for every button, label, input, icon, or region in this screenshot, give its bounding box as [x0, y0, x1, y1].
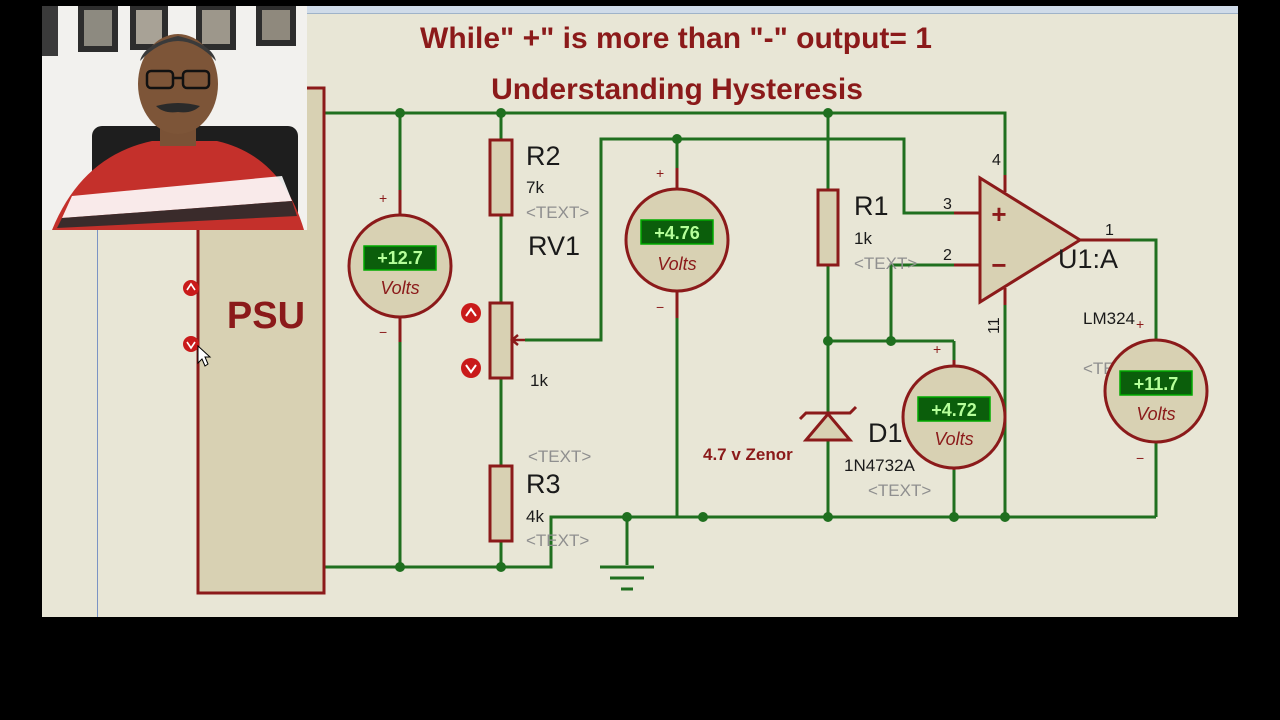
d1-text: <TEXT>	[868, 481, 931, 500]
r1-text: <TEXT>	[854, 254, 917, 273]
r3-text-bottom: <TEXT>	[526, 531, 589, 550]
pin-3-label: 3	[943, 196, 952, 213]
r3-value: 4k	[526, 507, 544, 526]
zener-diode-d1[interactable]	[798, 405, 858, 442]
voltmeter-output[interactable]: +11.7 Volts + −	[1103, 316, 1209, 466]
voltmeter-reading: +12.7	[377, 248, 423, 268]
r3-ref: R3	[526, 469, 561, 499]
voltmeter-unit: Volts	[380, 278, 419, 298]
pin-2-label: 2	[943, 247, 952, 264]
d1-ref: D1	[868, 418, 903, 448]
pin-11-label: 11	[986, 317, 1003, 334]
mouse-cursor-icon	[197, 344, 212, 367]
opamp-plus-sign: +	[991, 199, 1006, 229]
schematic-canvas[interactable]: PSU R2 7k <TEXT> RV1 1k <TEXT> R3 4k <TE…	[42, 6, 1238, 617]
zener-note: 4.7 v Zenor	[703, 445, 793, 464]
opamp-minus-sign: −	[991, 250, 1006, 280]
voltmeter-reading: +11.7	[1134, 374, 1179, 394]
r1-value: 1k	[854, 229, 872, 248]
voltmeter-unit: Volts	[934, 429, 973, 449]
psu-pin-up[interactable]	[183, 280, 199, 296]
ground-symbol	[600, 565, 654, 591]
voltmeter-minus: −	[1136, 450, 1144, 466]
voltmeter-psu[interactable]: +12.7 Volts + −	[347, 190, 453, 342]
voltmeter-minus: −	[379, 324, 387, 340]
voltmeter-unit: Volts	[657, 254, 696, 274]
webcam-overlay	[42, 6, 307, 230]
pin-1-label: 1	[1105, 222, 1114, 239]
sheet-border-line	[97, 13, 98, 617]
voltmeter-plus: +	[656, 165, 664, 181]
rv1-value: 1k	[530, 371, 548, 390]
window-top-bar	[42, 6, 1238, 14]
voltmeter-reading: +4.76	[654, 223, 700, 243]
opamp-u1[interactable]	[978, 175, 1083, 305]
voltmeter-minus: −	[656, 299, 664, 315]
title-line-2: Understanding Hysteresis	[491, 73, 863, 106]
voltmeter-plus: +	[1136, 316, 1144, 332]
d1-part: 1N4732A	[844, 456, 916, 475]
pin-4-label: 4	[992, 152, 1001, 169]
voltmeter-plus: +	[379, 190, 387, 206]
r2-text: <TEXT>	[526, 203, 589, 222]
psu-pin-down[interactable]	[183, 336, 199, 352]
resistor-r3[interactable]	[488, 464, 514, 543]
title-line-1: While" +" is more than "-" output= 1	[420, 22, 932, 55]
voltmeter-zener[interactable]: +4.72 Volts +	[901, 341, 1007, 470]
voltmeter-reading: +4.72	[931, 400, 977, 420]
voltmeter-noninverting[interactable]: +4.76 Volts + −	[624, 165, 730, 318]
voltmeter-plus: +	[933, 341, 941, 357]
potentiometer-rv1[interactable]	[488, 301, 514, 380]
resistor-r1[interactable]	[816, 188, 840, 267]
rv1-increase-icon[interactable]	[461, 303, 481, 323]
u1-part: LM324	[1083, 309, 1135, 328]
rv1-ref: RV1	[528, 231, 580, 261]
rv1-decrease-icon[interactable]	[461, 358, 481, 378]
r2-ref: R2	[526, 141, 561, 171]
voltmeter-unit: Volts	[1136, 404, 1175, 424]
psu-label: PSU	[227, 295, 305, 337]
r1-ref: R1	[854, 191, 889, 221]
r3-text-top: <TEXT>	[528, 447, 591, 466]
resistor-r2[interactable]	[488, 138, 514, 217]
wiper-arrow-icon	[510, 334, 525, 346]
u1-ref: U1:A	[1058, 244, 1118, 274]
circuit-diagram: PSU R2 7k <TEXT> RV1 1k <TEXT> R3 4k <TE…	[183, 22, 1209, 595]
r2-value: 7k	[526, 178, 544, 197]
